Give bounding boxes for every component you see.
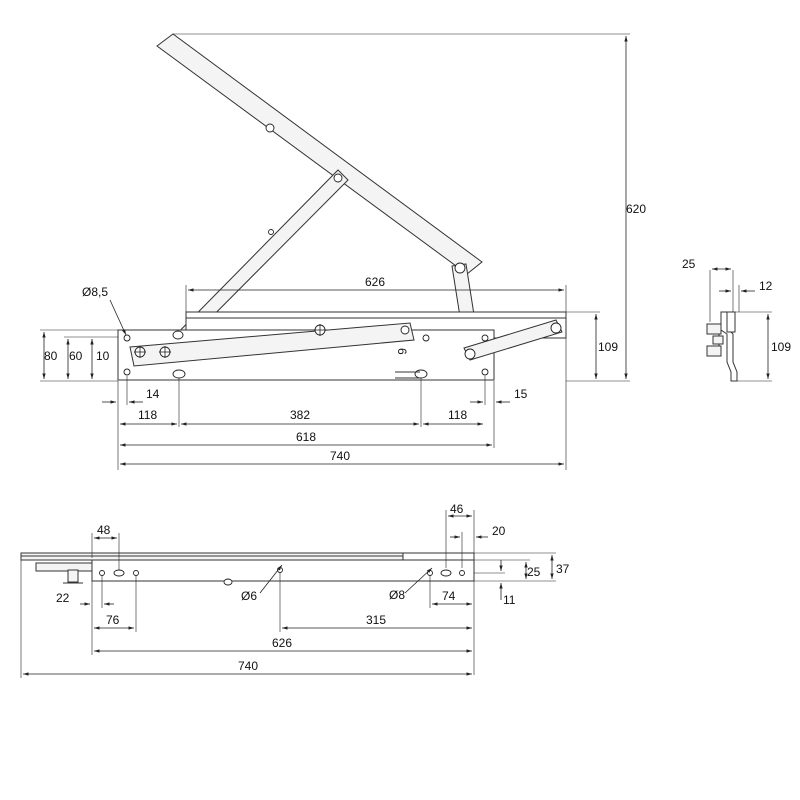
end-plate xyxy=(726,311,736,333)
dim-hole-6: Ø6 xyxy=(241,589,257,603)
dim-hole-8: Ø8 xyxy=(389,588,405,602)
top-rail-body xyxy=(91,559,475,582)
dim-20: 20 xyxy=(492,524,506,538)
end-bolt-upper xyxy=(706,323,722,335)
dim-315: 315 xyxy=(366,613,386,627)
base-holes xyxy=(123,330,489,379)
dim-620: 620 xyxy=(626,202,646,216)
dim-slot-6: 6 xyxy=(395,348,409,355)
dim-118-left: 118 xyxy=(138,408,157,422)
dim-37: 37 xyxy=(556,562,570,576)
dim-46: 46 xyxy=(450,502,464,516)
dim-22: 22 xyxy=(56,591,70,605)
upper-arm-hole xyxy=(265,123,275,133)
dim-626-top: 626 xyxy=(272,636,292,650)
dim-11: 11 xyxy=(503,593,516,607)
dim-740-side: 740 xyxy=(330,449,350,463)
dim-626-rail: 626 xyxy=(365,275,385,289)
link-pivot xyxy=(454,262,466,274)
dim-74: 74 xyxy=(442,589,456,603)
support-arm-pivot xyxy=(333,173,343,183)
top-left-block xyxy=(35,562,93,572)
support-arm-hole xyxy=(268,229,274,235)
top-view: 48 46 20 25 37 11 22 76 Ø6 Ø8 xyxy=(20,502,570,678)
dim-48: 48 xyxy=(97,523,111,537)
dim-740-top: 740 xyxy=(238,659,258,673)
dim-109-end: 109 xyxy=(771,340,791,354)
upper-arm xyxy=(156,33,483,275)
end-bolt-lower xyxy=(706,345,722,357)
side-view: 620 626 Ø8,5 80 60 10 109 6 xyxy=(40,33,646,470)
dim-109-side: 109 xyxy=(598,340,618,354)
dim-60: 60 xyxy=(69,349,83,363)
dim-25-end: 25 xyxy=(682,257,696,271)
dim-10: 10 xyxy=(96,349,110,363)
dim-hole-8-5: Ø8,5 xyxy=(82,285,108,299)
dim-118-right: 118 xyxy=(448,408,467,422)
dim-25-top: 25 xyxy=(527,565,541,579)
dim-80: 80 xyxy=(44,349,58,363)
dim-14: 14 xyxy=(146,387,160,401)
arm-pivots xyxy=(134,322,562,360)
end-view: 25 12 109 xyxy=(682,257,791,382)
dim-12-end: 12 xyxy=(759,279,773,293)
dim-618: 618 xyxy=(296,430,316,444)
top-left-stud xyxy=(67,569,79,583)
dim-76: 76 xyxy=(106,613,120,627)
dim-382: 382 xyxy=(290,408,310,422)
dim-15: 15 xyxy=(514,387,528,401)
